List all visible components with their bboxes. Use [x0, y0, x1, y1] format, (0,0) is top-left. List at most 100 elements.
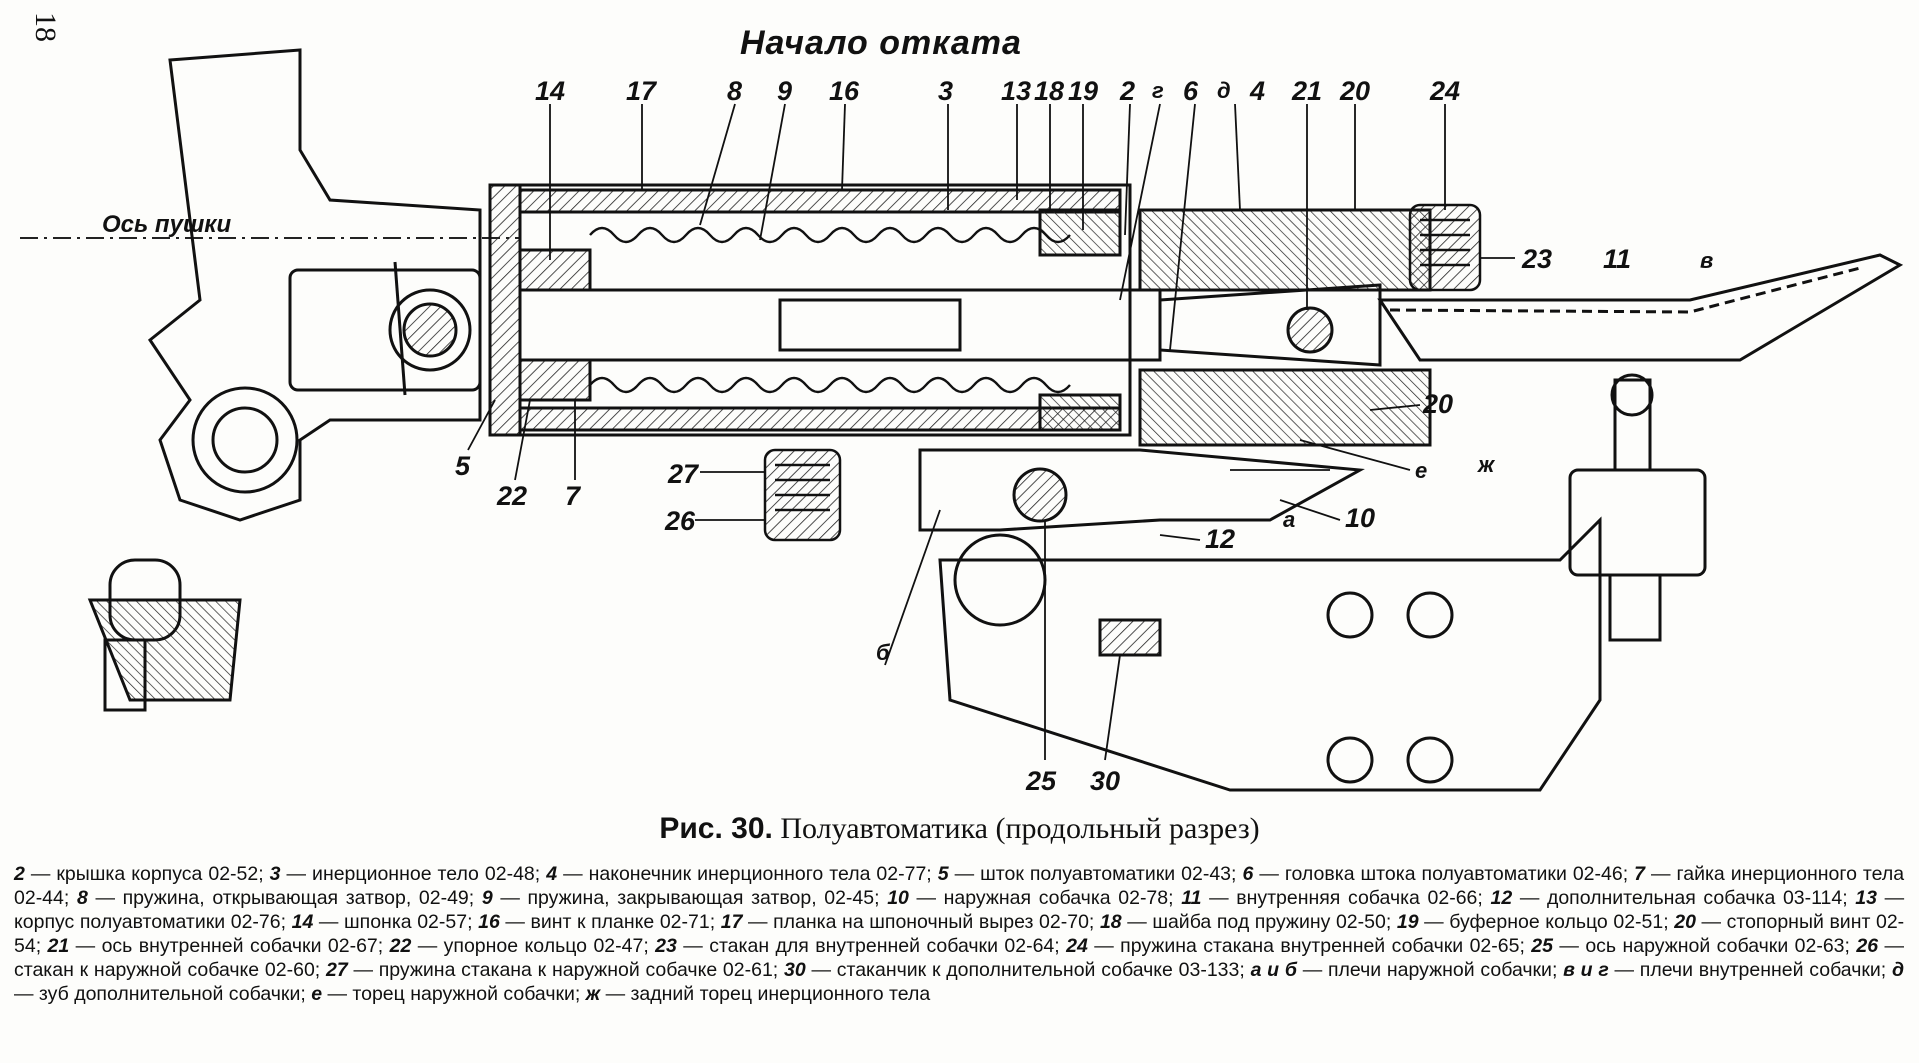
legend-item: в и г — плечи внутренней собачки;	[1563, 959, 1886, 981]
legend-text: — гайка инерционного тела 02-44;	[14, 863, 1905, 909]
legend-key: 3	[269, 863, 281, 885]
leader-lines	[467, 103, 1515, 761]
callout-4: 4	[1249, 76, 1265, 106]
callout-11: 11	[1603, 244, 1631, 274]
legend-item: 12 — дополнительная собачка 03-114;	[1490, 887, 1847, 909]
caption-title: Полуавтоматика (продольный разрез)	[780, 812, 1260, 845]
legend-item: 19 — буферное кольцо 02-51;	[1397, 911, 1669, 933]
callout-d: д	[1217, 78, 1231, 103]
legend-text: — крышка корпуса 02-52;	[30, 863, 264, 885]
legend-item: 2 — крышка корпуса 02-52;	[14, 863, 264, 885]
callout-27: 27	[667, 459, 700, 489]
legend-key: 5	[937, 863, 949, 885]
legend-key: а и б	[1250, 959, 1297, 981]
callout-13: 13	[1001, 76, 1031, 106]
legend-key: 2	[14, 863, 25, 885]
legend-key: 4	[546, 863, 558, 885]
legend-item: 21 — ось внутренней собачки 02-67;	[48, 935, 384, 957]
legend-key: 9	[481, 887, 493, 909]
legend-key: 6	[1242, 863, 1254, 885]
legend-key: 10	[887, 887, 909, 909]
caption-prefix: Рис. 30.	[659, 812, 773, 845]
legend-text: — буферное кольцо 02-51;	[1424, 911, 1669, 933]
spring-cup-26	[763, 448, 842, 542]
callout-9: 9	[777, 76, 792, 106]
legend-key: 16	[478, 911, 500, 933]
inner-pawl-11	[1377, 253, 1904, 362]
callout-b: б	[876, 640, 891, 665]
callout-zh: ж	[1477, 452, 1496, 477]
legend-key: в и г	[1563, 959, 1609, 981]
callout-23: 23	[1521, 244, 1552, 274]
legend-item: 7 — гайка инерционного тела 02-44;	[14, 863, 1904, 909]
legend-key: 22	[389, 935, 412, 957]
legend-text: — корпус полуавтоматики 02-76;	[14, 887, 1905, 933]
callout-2: 2	[1119, 76, 1135, 106]
legend-key: д	[1892, 959, 1905, 981]
legend-key: 26	[1856, 935, 1879, 957]
callout-8: 8	[727, 76, 742, 106]
legend-text: — инерционное тело 02-48;	[286, 863, 541, 885]
legend-item: 23 — стакан для внутренней собачки 02-64…	[655, 935, 1060, 957]
legend-key: 13	[1855, 887, 1877, 909]
legend-key: е	[311, 983, 323, 1005]
callout-v: в	[1700, 248, 1713, 273]
callout-7: 7	[565, 481, 582, 511]
legend-item: 3 — инерционное тело 02-48;	[270, 863, 541, 885]
legend-text: — шпонка 02-57;	[318, 911, 473, 933]
legend: 2 — крышка корпуса 02-52; 3 — инерционно…	[14, 862, 1904, 1006]
legend-text: — планка на шпоночный вырез 02-70;	[748, 911, 1095, 933]
legend-item: 20 — стопорный винт 02-54;	[14, 911, 1904, 957]
springs	[589, 226, 1071, 394]
housing	[488, 183, 1162, 437]
legend-item: а и б — плечи наружной собачки;	[1251, 959, 1558, 981]
lower-lever	[918, 448, 1602, 792]
callout-24: 24	[1429, 76, 1460, 106]
legend-item: 6 — головка штока полуавтоматики 02-46;	[1242, 863, 1628, 885]
legend-text: — дополнительная собачка 03-114;	[1519, 887, 1848, 909]
legend-item: 17 — планка на шпоночный вырез 02-70;	[721, 911, 1095, 933]
legend-item: 22 — упорное кольцо 02-47;	[390, 935, 649, 957]
legend-text: — стаканчик к дополнительной собачке 03-…	[811, 959, 1245, 981]
legend-text: — внутренняя собачка 02-66;	[1209, 887, 1483, 909]
callout-3: 3	[938, 76, 953, 106]
spring-cup-24	[1408, 203, 1482, 292]
legend-item: 10 — наружная собачка 02-78;	[887, 887, 1173, 909]
small-detail	[87, 558, 242, 712]
legend-text: — наконечник инерционного тела 02-77;	[563, 863, 932, 885]
callout-a: а	[1283, 507, 1295, 532]
callout-5: 5	[455, 451, 471, 481]
legend-text: — пружина стакана к наружной собачке 02-…	[353, 959, 779, 981]
callout-25: 25	[1025, 766, 1057, 796]
legend-text: — упорное кольцо 02-47;	[417, 935, 649, 957]
legend-item: 16 — винт к планке 02-71;	[478, 911, 715, 933]
legend-text: — ось внутренней собачки 02-67;	[75, 935, 384, 957]
legend-item: 26 — стакан к наружной собачке 02-60;	[14, 935, 1904, 981]
legend-item: 14 — шпонка 02-57;	[292, 911, 473, 933]
legend-item: 27 — пружина стакана к наружной собачке …	[326, 959, 778, 981]
legend-key: 20	[1674, 911, 1696, 933]
legend-text: — наружная собачка 02-78;	[916, 887, 1174, 909]
legend-key: 30	[784, 959, 806, 981]
legend-key: 12	[1490, 887, 1513, 909]
legend-item: д — зуб дополнительной собачки;	[14, 959, 1904, 1005]
legend-item: е — торец наружной собачки;	[311, 983, 580, 1005]
legend-item: 5 — шток полуавтоматики 02-43;	[938, 863, 1237, 885]
legend-text: — плечи наружной собачки;	[1302, 959, 1558, 981]
callout-18: 18	[1034, 76, 1064, 106]
callout-17: 17	[626, 76, 658, 106]
callout-e: е	[1415, 458, 1427, 483]
figure-heading: Начало отката	[740, 24, 1022, 62]
legend-key: 21	[47, 935, 70, 957]
legend-key: 24	[1066, 935, 1088, 957]
legend-item: 11 — внутренняя собачка 02-66;	[1181, 887, 1483, 909]
left-bracket	[147, 48, 482, 522]
legend-key: 8	[76, 887, 88, 909]
callout-12: 12	[1205, 524, 1235, 554]
callout-30: 30	[1090, 766, 1120, 796]
legend-text: — стопорный винт 02-54;	[14, 911, 1905, 957]
legend-text: — шток полуавтоматики 02-43;	[954, 863, 1237, 885]
gun-axis-label: Ось пушки	[102, 211, 231, 238]
legend-text: — зуб дополнительной собачки;	[14, 983, 306, 1005]
callout-14: 14	[535, 76, 565, 106]
